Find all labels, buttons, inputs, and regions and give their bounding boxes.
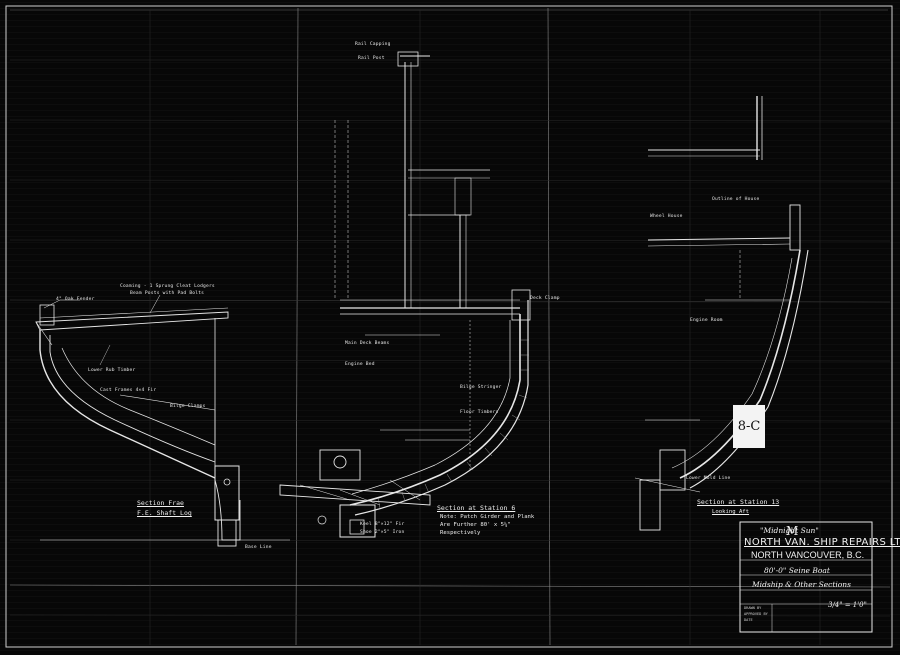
label-rub-timber: Lower Rub Timber [88, 368, 136, 373]
label-coaming: Coaming - 1 Sprung Cleat Lodgers [120, 284, 215, 289]
label-bilge-clamps: Bilge Clamps [170, 404, 206, 409]
sheet-mark: M [786, 524, 799, 538]
label-beam-posts: Beam Posts with Pad Bolts [130, 291, 205, 296]
center-note-1: Note: Patch Girder and Plank [440, 514, 535, 520]
label-engine-bed: Engine Bed [345, 362, 375, 367]
label-keel: Keel 8"×12" Fir [360, 522, 405, 527]
left-section-caption-2: F.E. Shaft Log [137, 509, 192, 517]
left-section-caption: Section Frae [137, 499, 184, 507]
label-oak-fender: 4" Oak Fender [56, 297, 95, 302]
title-field-date: DATE [744, 618, 753, 622]
label-bilge-stringer: Bilge Stringer [460, 385, 502, 390]
label-engine-room: Engine Room [690, 318, 723, 323]
right-section-caption-2: Looking Aft [712, 509, 750, 515]
title-field-approved: APPROVED BY [744, 612, 768, 616]
title-scale: 3/4" = 1'0" [828, 601, 867, 609]
station-tag: 8-C [733, 405, 765, 448]
center-note-2: Are Further 80' x 5¼" [440, 522, 511, 528]
section-midship [279, 51, 531, 538]
title-location: NORTH VANCOUVER, B.C. [751, 550, 865, 560]
title-block-frame [739, 521, 873, 633]
label-outline-of-house: Outline of House [712, 197, 760, 202]
title-field-drawn: DRAWN BY [744, 606, 762, 610]
label-base-line: Base Line [245, 545, 272, 550]
label-cast-frames: Cast Frames 4×4 Fir [100, 388, 157, 393]
label-deck-clamp: Deck Clamp [530, 296, 560, 301]
title-company: NORTH VAN. SHIP REPAIRS LTD. [744, 537, 900, 548]
label-floor-timbers: Floor Timbers [460, 410, 499, 415]
section-station-13 [634, 96, 809, 531]
label-wheel-house: Wheel House [650, 214, 683, 219]
label-main-deck-beams: Main Deck Beams [345, 341, 390, 346]
fold-lines [9, 7, 891, 646]
title-boat-name: "Midnight Sun" [760, 526, 819, 535]
title-subject: 80'-0" Seine Boat [764, 566, 830, 575]
title-description: Midship & Other Sections [752, 580, 851, 589]
label-shoe: Shoe 2"×5" Iron [360, 530, 405, 535]
center-section-caption: Section at Station 6 [437, 504, 516, 512]
section-shaft-log [35, 294, 290, 547]
title-block: "Midnight Sun" NORTH VAN. SHIP REPAIRS L… [742, 526, 900, 630]
center-note-3: Respectively [440, 530, 481, 536]
label-rail-capping: Rail Capping [355, 42, 391, 47]
label-rail-post: Rail Post [358, 56, 385, 61]
sheet-border [5, 5, 893, 648]
midship-planking [377, 339, 529, 509]
right-section-caption: Section at Station 13 [697, 498, 780, 506]
label-lower-mold-line: Lower Mold Line [686, 476, 731, 481]
